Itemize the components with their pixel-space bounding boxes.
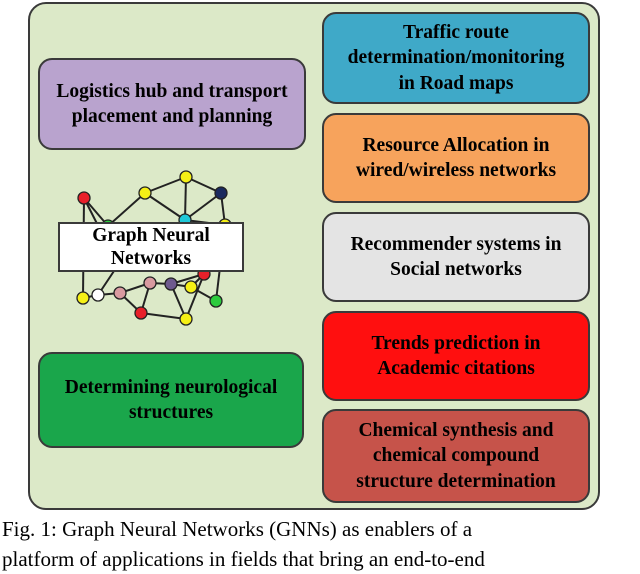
neurological-box: Determining neurological structures: [38, 352, 304, 448]
trends-box: Trends prediction in Academic citations: [322, 311, 590, 401]
caption-line-1: Fig. 1: Graph Neural Networks (GNNs) as …: [2, 517, 473, 541]
gnn-center-label: Graph Neural Networks: [58, 222, 244, 272]
chemical-box: Chemical synthesis and chemical compound s…: [322, 409, 590, 503]
recommender-line-2: Social networks: [390, 259, 522, 280]
logistics-box: Logistics hub and transport placement and…: [38, 58, 306, 150]
traffic-box: Traffic route determination/monitoring in …: [322, 12, 590, 104]
recommender-box: Recommender systems in Social networks: [322, 212, 590, 302]
chemical-line-3: structure determination: [356, 470, 556, 492]
logistics-line-1: Logistics hub and transport: [56, 80, 288, 102]
logistics-line-2: placement and planning: [71, 106, 273, 127]
resource-line-2: wired/wireless networks: [355, 160, 557, 181]
chemical-line-1: Chemical synthesis and: [358, 419, 554, 441]
traffic-line-3: in Road maps: [398, 72, 514, 94]
neuro-line-1: Determining neurological: [64, 376, 278, 398]
resource-line-1: Resource Allocation in: [362, 134, 550, 156]
traffic-line-2: determination/monitoring: [347, 47, 565, 69]
gnn-label-line-1: Graph Neural: [92, 224, 210, 246]
trends-line-2: Academic citations: [377, 358, 535, 379]
recommender-line-1: Recommender systems in: [350, 233, 562, 255]
gnn-label-line-2: Networks: [110, 248, 192, 269]
caption-line-2: platform of applications in fields that …: [2, 547, 485, 571]
traffic-line-1: Traffic route: [403, 21, 509, 43]
resource-allocation-box: Resource Allocation in wired/wireless net…: [322, 113, 590, 203]
figure-caption: Fig. 1: Graph Neural Networks (GNNs) as …: [0, 514, 640, 574]
trends-line-1: Trends prediction in: [371, 332, 541, 354]
chemical-line-2: chemical compound: [372, 445, 540, 467]
neuro-line-2: structures: [128, 402, 214, 423]
